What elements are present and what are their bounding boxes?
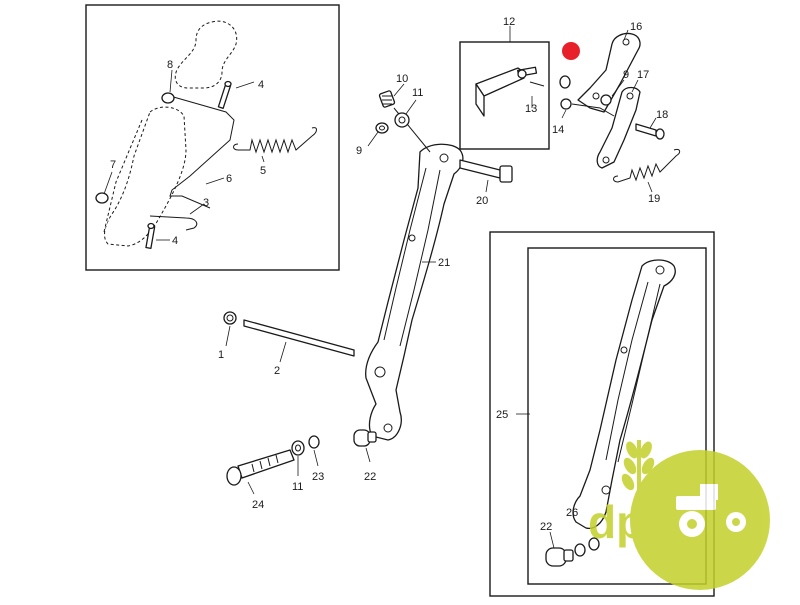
wheat-icon [621,440,657,500]
inset-box-25 [489,231,715,597]
callout-6: 6 [226,173,232,185]
callout-4-upper: 4 [258,79,264,91]
part-5-spring [233,127,317,154]
callout-3: 3 [203,197,209,209]
callout-10: 10 [396,73,408,85]
callout-4-lower: 4 [172,235,178,247]
callout-13: 13 [525,103,537,115]
washer-near-16 [559,75,571,89]
callout-8: 8 [167,59,173,71]
callout-18: 18 [656,109,668,121]
part-17-plate [596,86,641,169]
part-1-nut [223,311,237,325]
dpa-logo: dpa [588,440,770,590]
part-18-bolt [635,123,665,140]
part-24-bolt [226,449,295,486]
callout-2: 2 [274,365,280,377]
part-14-washer [560,98,572,110]
callout-9-right: 9 [623,69,629,81]
inset-washers [574,537,600,557]
callout-22-main: 22 [364,471,376,483]
callout-23: 23 [312,471,324,483]
highlight-marker [562,42,580,60]
part-10-spring-pin [378,90,396,108]
callout-14: 14 [552,124,564,136]
part-8-nut [161,92,175,104]
part-21-main-lever [365,143,464,441]
callout-21: 21 [438,257,450,269]
callout-12: 12 [503,16,515,28]
part-9-washer-right [600,94,612,106]
part-25-lever [572,259,676,530]
part-4-pin-lower [145,222,156,249]
part-22-knob-inset [545,547,574,567]
callout-25: 25 [496,409,508,421]
callout-11-lower: 11 [292,481,303,493]
logo-text: dpa [588,496,670,548]
part-6-rod [169,95,235,209]
part-20-bolt [459,159,513,183]
part-23-lockwasher [308,435,320,449]
part-19-spring [613,149,681,183]
part-11-washer-lower [291,440,305,456]
part-13-pin [529,81,545,87]
part-12-lever [475,66,538,117]
part-2-rod [243,319,355,357]
part-3-link [149,215,198,231]
callout-17: 17 [637,69,649,81]
callout-20: 20 [476,195,488,207]
callout-22-inset: 22 [540,521,552,533]
callout-26: 26 [566,507,578,519]
part-11-nut-upper [394,112,410,128]
callout-11-upper: 11 [412,87,423,99]
inset-box-12 [459,41,550,150]
callout-16: 16 [630,21,642,33]
inset-box-25-inner [527,247,707,585]
dashed-bracket-outline [103,20,238,247]
part-4-pin-upper [217,80,232,109]
callout-7: 7 [110,159,116,171]
inset-box-left [85,4,340,271]
part-22-knob-main [353,429,377,447]
tractor-wheels-detail [687,518,740,529]
callout-1: 1 [218,349,224,361]
callout-24: 24 [252,499,264,511]
callout-19: 19 [648,193,660,205]
callout-5: 5 [260,165,266,177]
part-16-plate [577,32,641,113]
callout-9-left: 9 [356,145,362,157]
part-9-washer-left [375,122,389,134]
part-7-nut [95,192,109,204]
part-14-linkrod [571,103,615,117]
